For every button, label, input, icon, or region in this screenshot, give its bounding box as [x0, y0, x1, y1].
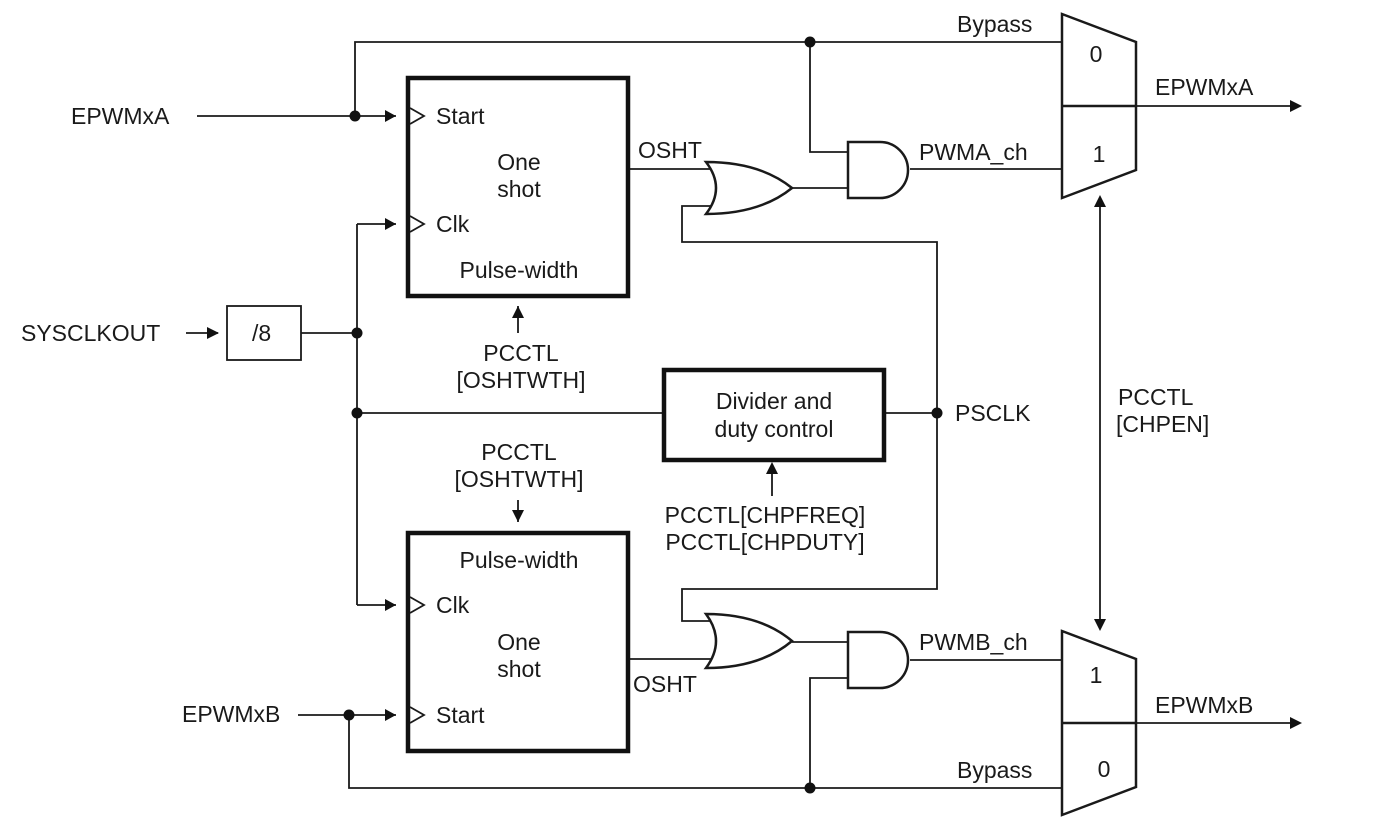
or-gate-b-icon	[703, 612, 794, 670]
mux-b-input-0-label: 0	[1098, 756, 1111, 782]
start-b-port-icon	[409, 706, 426, 724]
one-shot-b-block	[405, 530, 631, 754]
pwma-ch-label: PWMA_ch	[919, 139, 1028, 165]
and-gate-a-icon	[846, 140, 910, 200]
epwmxb-output-label: EPWMxB	[1155, 692, 1253, 718]
pwmb-ch-label: PWMB_ch	[919, 629, 1028, 655]
osht-b-label: OSHT	[633, 671, 697, 697]
start-a-port-icon	[409, 107, 426, 125]
arrow-clk-b	[385, 599, 396, 611]
shot-b-label: shot	[497, 656, 541, 682]
junction-epwmxa	[349, 110, 361, 122]
arrow-chpen-down	[1094, 619, 1106, 631]
labels: EPWMxA EPWMxB SYSCLKOUT /8 Start One sho…	[21, 11, 1254, 783]
bypass-b-wire	[348, 715, 1062, 789]
divider-duty-block	[661, 367, 887, 463]
one-a-label: One	[497, 149, 540, 175]
pcctl-a-label: PCCTL	[483, 340, 559, 366]
arrow-oshtwth-b	[512, 510, 524, 522]
bypass-b-label: Bypass	[957, 757, 1032, 783]
bypass-a-label: Bypass	[957, 11, 1032, 37]
bypass-a-to-and-wire	[809, 42, 848, 153]
junctions	[343, 36, 943, 794]
shot-a-label: shot	[497, 176, 541, 202]
junction-bypass-a	[804, 36, 816, 48]
and-gate-b-icon	[846, 630, 910, 690]
div8-label: /8	[252, 320, 271, 346]
one-b-label: One	[497, 629, 540, 655]
arrowheads	[207, 100, 1302, 729]
arrow-sysclkout	[207, 327, 219, 339]
mux-a-input-1-label: 1	[1093, 141, 1106, 167]
mux-b-input-1-label: 1	[1090, 662, 1103, 688]
arrow-start-a	[385, 110, 396, 122]
oshtwth-b-label: [OSHTWTH]	[454, 466, 583, 492]
chpduty-label: PCCTL[CHPDUTY]	[665, 529, 864, 555]
epwmxb-input-label: EPWMxB	[182, 701, 280, 727]
arrow-oshtwth-a	[512, 306, 524, 318]
oshtwth-a-label: [OSHTWTH]	[456, 367, 585, 393]
psclk-label: PSCLK	[955, 400, 1031, 426]
clk-a-label: Clk	[436, 211, 470, 237]
start-a-label: Start	[436, 103, 485, 129]
pulse-width-a-label: Pulse-width	[460, 257, 579, 283]
chpen-label: [CHPEN]	[1116, 411, 1209, 437]
junction-bypass-b	[804, 782, 816, 794]
junction-clk-div8	[351, 327, 363, 339]
junction-clk-divider	[351, 407, 363, 419]
arrow-clk-a	[385, 218, 396, 230]
bypass-b-to-and-wire	[809, 677, 848, 788]
arrow-epwmxa-out	[1290, 100, 1302, 112]
arrow-chpfreq	[766, 462, 778, 474]
divider-label-line1: Divider and	[716, 388, 832, 414]
divider-label-line2: duty control	[715, 416, 834, 442]
epwmxa-input-label: EPWMxA	[71, 103, 170, 129]
clk-b-label: Clk	[436, 592, 470, 618]
mux-a-input-0-label: 0	[1090, 41, 1103, 67]
arrow-start-b	[385, 709, 396, 721]
osht-a-label: OSHT	[638, 137, 702, 163]
bypass-a-wire	[354, 41, 1062, 116]
or-gate-a-icon	[703, 160, 794, 216]
chpfreq-label: PCCTL[CHPFREQ]	[665, 502, 866, 528]
clk-a-port-icon	[409, 215, 426, 233]
one-shot-a-block	[405, 75, 631, 299]
arrow-chpen-up	[1094, 195, 1106, 207]
junction-epwmxb	[343, 709, 355, 721]
pcctl-b-label: PCCTL	[481, 439, 557, 465]
start-b-label: Start	[436, 702, 485, 728]
arrow-epwmxb-out	[1290, 717, 1302, 729]
pcctl-chpen-label: PCCTL	[1118, 384, 1194, 410]
junction-psclk	[931, 407, 943, 419]
div8-block	[226, 305, 302, 361]
epwmxa-output-label: EPWMxA	[1155, 74, 1254, 100]
clk-b-port-icon	[409, 596, 426, 614]
sysclkout-label: SYSCLKOUT	[21, 320, 160, 346]
pulse-width-b-label: Pulse-width	[460, 547, 579, 573]
